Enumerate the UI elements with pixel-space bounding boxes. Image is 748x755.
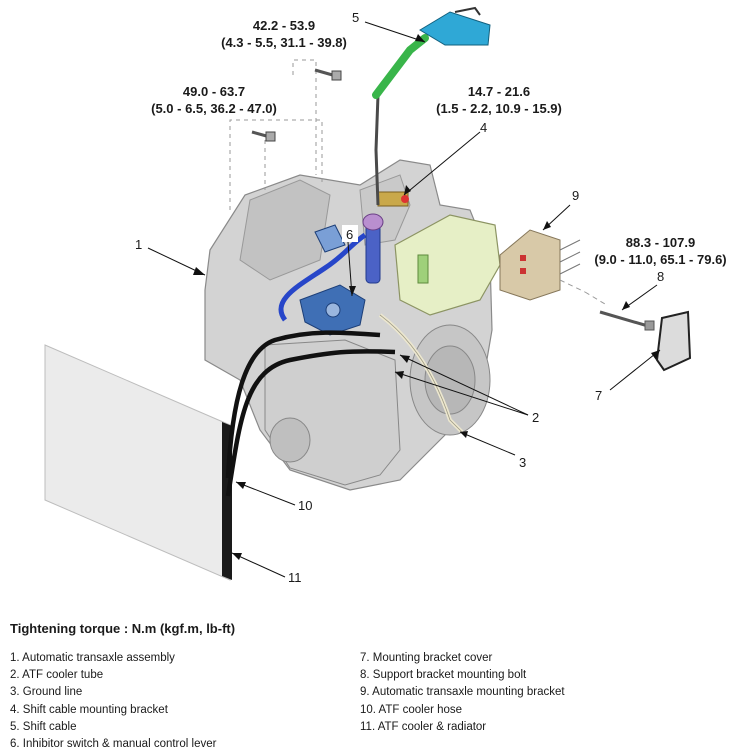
- inhibitor-switch: [299, 224, 366, 336]
- legend-left-column: 1. Automatic transaxle assembly 2. ATF c…: [10, 650, 216, 753]
- torque-range: 42.2 - 53.9: [252, 18, 316, 33]
- bolt-guides: [229, 59, 323, 210]
- shift-cable: [374, 94, 380, 206]
- legend-item: 8. Support bracket mounting bolt: [360, 669, 527, 682]
- callout-3: 3: [519, 455, 527, 470]
- torque-range: 88.3 - 107.9: [625, 235, 696, 250]
- mounting-bracket: [394, 214, 501, 316]
- legend-item: 7. Mounting bracket cover: [360, 652, 493, 664]
- torque-label-shift-bracket: 14.7 - 21.6 (1.5 - 2.2, 10.9 - 15.9): [410, 83, 588, 117]
- legend-item: 4. Shift cable mounting bracket: [10, 703, 168, 716]
- torque-conversion: (5.0 - 6.5, 36.2 - 47.0): [151, 101, 277, 116]
- callout-7: 7: [595, 388, 603, 403]
- callout-4: 4: [480, 120, 488, 135]
- support-bracket-bolt: [599, 310, 655, 331]
- callout-6: 6: [346, 227, 354, 242]
- torque-conversion: (4.3 - 5.5, 31.1 - 39.8): [221, 35, 347, 50]
- torque-label-support-bolt: 88.3 - 107.9 (9.0 - 11.0, 65.1 - 79.6): [578, 234, 743, 268]
- bolt-2: [251, 130, 276, 142]
- transaxle-illustration: [44, 6, 692, 581]
- legend-item: 1. Automatic transaxle assembly: [10, 652, 175, 664]
- callout-1: 1: [135, 237, 143, 252]
- shift-cable-bracket: [377, 191, 409, 207]
- torque-label-bolt-1: 42.2 - 53.9 (4.3 - 5.5, 31.1 - 39.8): [195, 17, 373, 51]
- legend-item: 3. Ground line: [10, 686, 83, 699]
- radiator: [44, 344, 232, 581]
- legend-item: 2. ATF cooler tube: [10, 669, 104, 682]
- callout-10: 10: [298, 498, 313, 513]
- bolt-1: [314, 68, 342, 81]
- legend-item: 5. Shift cable: [10, 720, 77, 733]
- callout-2: 2: [532, 410, 540, 425]
- legend-right-column: 7. Mounting bracket cover 8. Support bra…: [360, 650, 565, 736]
- legend-item: 9. Automatic transaxle mounting bracket: [360, 686, 565, 699]
- torque-range: 14.7 - 21.6: [467, 84, 531, 99]
- legend-item: 10. ATF cooler hose: [360, 703, 463, 716]
- torque-label-bolt-2: 49.0 - 63.7 (5.0 - 6.5, 36.2 - 47.0): [125, 83, 303, 117]
- mounting-bracket-cover: [655, 310, 692, 372]
- torque-range: 49.0 - 63.7: [182, 84, 246, 99]
- callout-9: 9: [572, 188, 580, 203]
- transaxle-mounting-bracket: [499, 229, 581, 301]
- callout-8: 8: [657, 269, 665, 284]
- torque-conversion: (1.5 - 2.2, 10.9 - 15.9): [436, 101, 562, 116]
- torque-conversion: (9.0 - 11.0, 65.1 - 79.6): [594, 252, 727, 267]
- atf-cooler-tube: [278, 232, 367, 322]
- legend-item: 6. Inhibitor switch & manual control lev…: [10, 738, 217, 751]
- atf-cooler-hose: [225, 330, 396, 497]
- callout-5: 5: [352, 10, 360, 25]
- legend-item: 11. ATF cooler & radiator: [360, 720, 487, 733]
- shift-lever-base: [419, 11, 491, 46]
- legend-title: Tightening torque : N.m (kgf.m, lb-ft): [10, 621, 236, 636]
- callout-11: 11: [288, 570, 302, 585]
